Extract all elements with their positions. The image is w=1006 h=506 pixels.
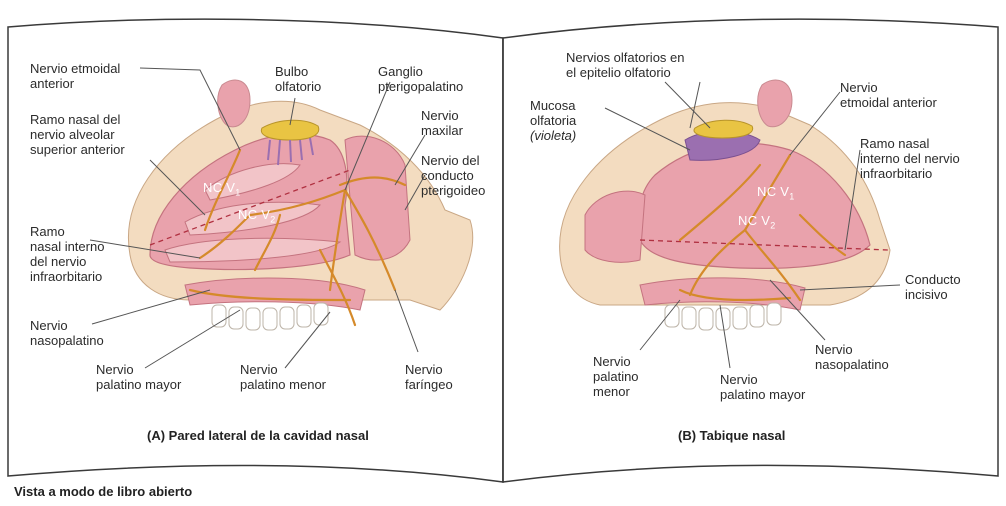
label-faringeo: Nervio faríngeo	[405, 362, 453, 392]
panel-a-frontal-sinus	[218, 80, 250, 127]
label-nervios-olfatorios: Nervios olfatorios en el epitelio olfato…	[566, 50, 685, 80]
label-etmoidal-anterior-b: Nervio etmoidal anterior	[840, 80, 937, 110]
label-palatino-mayor-b: Nervio palatino mayor	[720, 372, 805, 402]
label-ramo-infraorbitario-b: Ramo nasal interno del nervio infraorbit…	[860, 136, 960, 181]
panel-a-caption: (A) Pared lateral de la cavidad nasal	[147, 428, 369, 443]
label-etmoidal-anterior-a: Nervio etmoidal anterior	[30, 61, 120, 91]
label-nervio-maxilar: Nervio maxilar	[421, 108, 463, 138]
label-palatino-menor-b: Nervio palatino menor	[593, 354, 639, 399]
panel-b-nc-v1-label: NC V1	[757, 184, 795, 202]
label-nasopalatino-b: Nervio nasopalatino	[815, 342, 889, 372]
label-palatino-mayor-a: Nervio palatino mayor	[96, 362, 181, 392]
label-conducto-incisivo: Conducto incisivo	[905, 272, 961, 302]
panel-a-nc-v1-label: NC V1	[203, 180, 241, 198]
label-palatino-menor-a: Nervio palatino menor	[240, 362, 326, 392]
label-ramo-infraorbitario-a: Ramo nasal interno del nervio infraorbit…	[30, 224, 104, 284]
footer-caption: Vista a modo de libro abierto	[14, 484, 192, 499]
label-ganglio-pterigopalatino: Ganglio pterigopalatino	[378, 64, 463, 94]
label-mucosa-olfatoria: Mucosa olfatoria (violeta)	[530, 98, 576, 143]
label-conducto-pterigoideo: Nervio del conducto pterigoideo	[421, 153, 485, 198]
panel-a-nc-v2-label: NC V2	[238, 207, 276, 225]
label-ramo-alveolar: Ramo nasal del nervio alveolar superior …	[30, 112, 125, 157]
label-bulbo-olfatorio: Bulbo olfatorio	[275, 64, 321, 94]
panel-b-nc-v2-label: NC V2	[738, 213, 776, 231]
label-nasopalatino-a: Nervio nasopalatino	[30, 318, 104, 348]
panel-b-caption: (B) Tabique nasal	[678, 428, 785, 443]
